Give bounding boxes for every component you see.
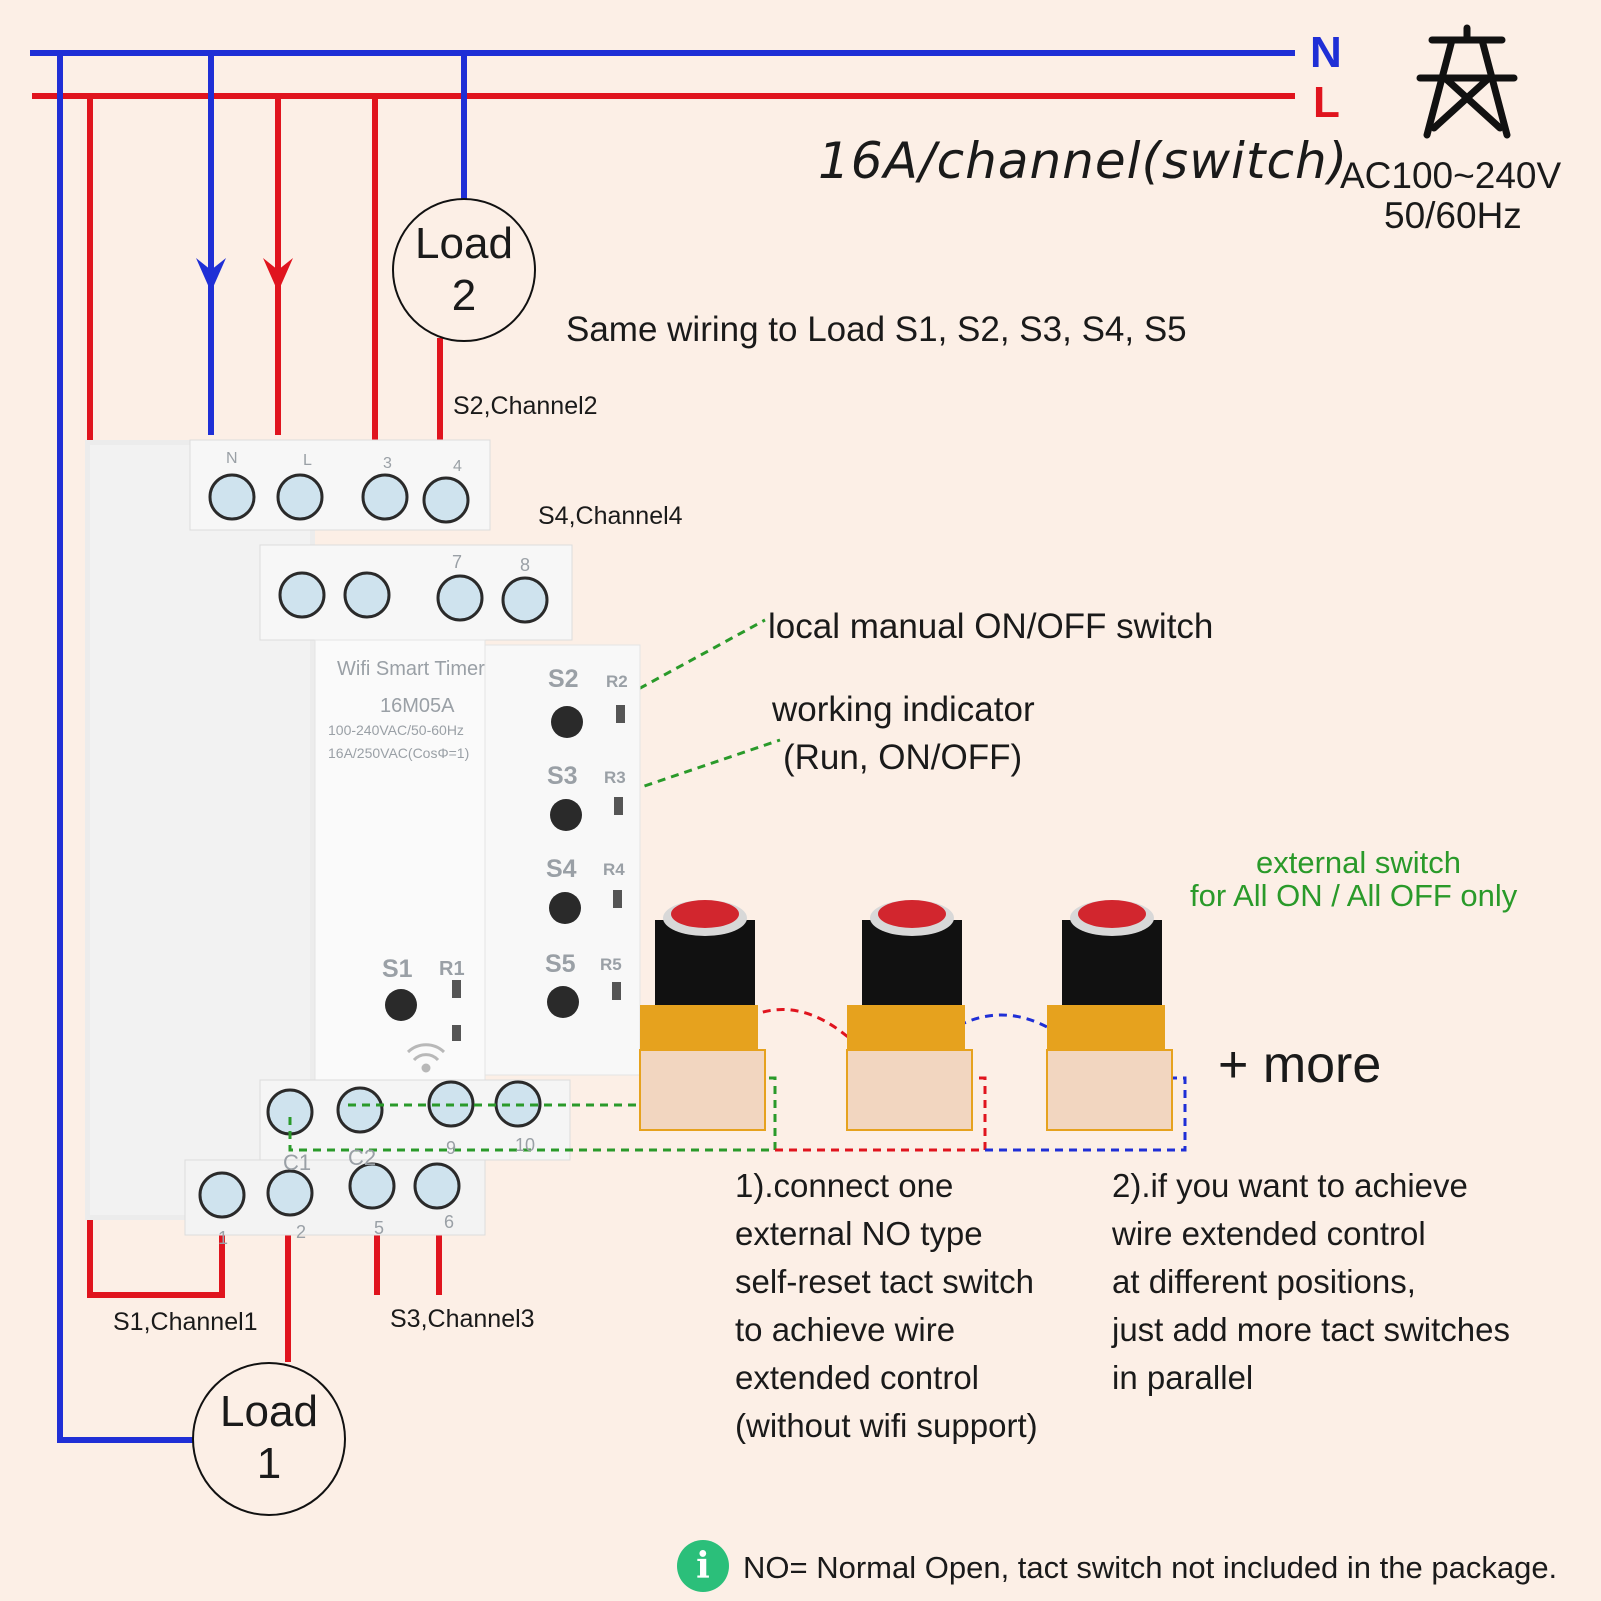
load-2-symbol: Load 2 <box>392 198 536 342</box>
neutral-label: N <box>1310 28 1342 77</box>
neutral-return-wire <box>57 53 195 1443</box>
indicator-leader <box>617 738 781 797</box>
live-arrow <box>263 258 293 292</box>
step1-line: 1).connect one <box>735 1167 954 1204</box>
device-led-indicators <box>452 705 625 1041</box>
terminal-label-4: 4 <box>453 458 462 475</box>
button-label-s2: S2 <box>548 665 579 693</box>
load-1-number: 1 <box>256 1439 282 1488</box>
terminal-label-n: N <box>226 450 238 467</box>
step2-line: 2).if you want to achieve <box>1112 1167 1468 1204</box>
device-push-buttons <box>385 706 583 1021</box>
terminal-label-8: 8 <box>520 555 531 575</box>
channel4-label: S4,Channel4 <box>538 502 683 530</box>
load-2-title: Load <box>415 219 513 268</box>
led-label-r4: R4 <box>603 860 625 879</box>
led-label-r3: R3 <box>604 768 626 787</box>
live-label: L <box>1313 78 1340 127</box>
channel-rating-label: 16A/channel(switch) <box>818 132 1349 190</box>
terminal-label-l: L <box>303 452 312 469</box>
same-wiring-note: Same wiring to Load S1, S2, S3, S4, S5 <box>566 310 1187 349</box>
channel2-label: S2,Channel2 <box>453 392 598 420</box>
wifi-icon <box>406 1043 446 1073</box>
step2-instructions: 2).if you want to achieve wire extended … <box>1112 1162 1510 1402</box>
more-switches-label: + more <box>1218 1036 1382 1094</box>
external-switch-line1: external switch <box>1256 845 1462 880</box>
step1-line: external NO type <box>735 1215 983 1252</box>
button-label-s4: S4 <box>546 855 577 883</box>
terminal-label-c1: C1 <box>283 1150 312 1175</box>
terminal-label-5: 5 <box>374 1218 385 1238</box>
terminal-label-c2: C2 <box>348 1145 377 1170</box>
step2-line: in parallel <box>1112 1359 1254 1396</box>
tact-switch-1 <box>639 900 766 1131</box>
indicator-callout-line1: working indicator <box>772 690 1035 729</box>
terminal-label-9: 9 <box>446 1138 457 1158</box>
load-1-symbol: Load 1 <box>192 1362 346 1516</box>
led-label-r1: R1 <box>439 958 465 980</box>
device-model: 16M05A <box>380 695 455 717</box>
power-pylon-icon <box>1416 24 1518 139</box>
info-icon: i <box>677 1540 729 1592</box>
device-name: Wifi Smart Timer <box>337 658 485 680</box>
neutral-arrow <box>196 258 226 292</box>
step1-line: self-reset tact switch <box>735 1263 1034 1300</box>
step1-line: to achieve wire <box>735 1311 956 1348</box>
step2-line: wire extended control <box>1112 1215 1426 1252</box>
button-label-s1: S1 <box>382 955 413 983</box>
footnote: NO= Normal Open, tact switch not include… <box>743 1550 1558 1585</box>
tact-switch-2 <box>846 900 973 1131</box>
smart-timer-device <box>85 439 641 1236</box>
step2-line: at different positions, <box>1112 1263 1416 1300</box>
terminal-label-7: 7 <box>452 552 463 572</box>
frequency-label: 50/60Hz <box>1384 195 1522 236</box>
terminal-label-2: 2 <box>296 1222 307 1242</box>
terminal-label-6: 6 <box>444 1212 455 1232</box>
device-spec-current: 16A/250VAC(CosΦ=1) <box>328 745 470 761</box>
led-label-r2: R2 <box>606 672 628 691</box>
voltage-label: AC100~240V <box>1340 155 1562 196</box>
channel3-label: S3,Channel3 <box>390 1305 535 1333</box>
indicator-callout-line2: (Run, ON/OFF) <box>783 738 1023 777</box>
step1-line: extended control <box>735 1359 980 1396</box>
step1-line: (without wifi support) <box>735 1407 1038 1444</box>
channel1-label: S1,Channel1 <box>113 1308 258 1336</box>
load-1-title: Load <box>220 1387 318 1436</box>
step1-instructions: 1).connect one external NO type self-res… <box>735 1162 1038 1450</box>
button-label-s5: S5 <box>545 950 576 978</box>
device-spec-voltage: 100-240VAC/50-60Hz <box>328 722 464 738</box>
terminal-label-10: 10 <box>515 1135 536 1155</box>
led-label-r5: R5 <box>600 955 622 974</box>
step2-line: just add more tact switches <box>1112 1311 1510 1348</box>
external-switch-line2: for All ON / All OFF only <box>1190 878 1518 913</box>
load-2-number: 2 <box>451 271 477 320</box>
terminal-label-3: 3 <box>383 455 392 472</box>
manual-switch-callout: local manual ON/OFF switch <box>768 607 1214 646</box>
terminal-label-1: 1 <box>218 1228 229 1248</box>
tact-switch-3 <box>1046 900 1173 1131</box>
button-label-s3: S3 <box>547 762 578 790</box>
